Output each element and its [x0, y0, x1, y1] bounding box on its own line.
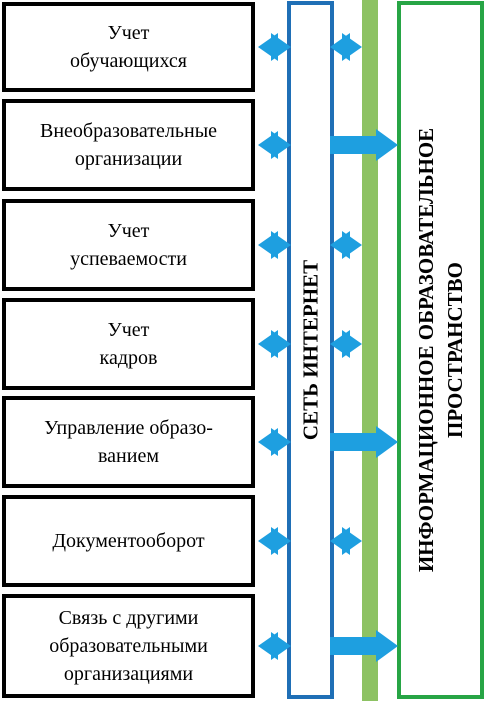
green-connector-bar — [362, 0, 378, 701]
module-staff: Учет кадров — [2, 298, 255, 390]
module-performance: Учет успеваемости — [2, 199, 255, 291]
arrow-box-internet-performance — [258, 231, 291, 259]
module-document-flow: Документооборот — [2, 495, 255, 587]
module-extracurricular-organizations: Внеобразовательные организации — [2, 99, 255, 191]
arrow-box-internet-documents — [258, 527, 291, 555]
arrow-internet-bar-staff — [330, 330, 362, 358]
arrow-to-space-management — [330, 426, 398, 458]
arrow-to-space-communication — [330, 630, 398, 662]
arrow-box-internet-extracurricular — [258, 131, 291, 159]
internet-panel: СЕТЬ ИНТЕРНЕТ — [287, 1, 334, 699]
arrow-box-internet-staff — [258, 330, 291, 358]
arrow-to-space-extracurricular — [330, 129, 398, 161]
arrow-internet-bar-documents — [330, 527, 362, 555]
arrow-internet-bar-students — [330, 33, 362, 61]
module-communication: Связь с другими образовательными организ… — [2, 594, 255, 698]
arrow-box-internet-students — [258, 33, 291, 61]
arrow-box-internet-communication — [258, 632, 291, 660]
information-space-panel: ИНФОРМАЦИОННОЕ ОБРАЗОВАТЕЛЬНОЕ ПРОСТРАНС… — [397, 1, 484, 699]
module-students: Учет обучающихся — [2, 2, 255, 92]
arrow-internet-bar-performance — [330, 231, 362, 259]
arrow-box-internet-management — [258, 428, 291, 456]
module-education-management: Управление образо- ванием — [2, 396, 255, 488]
